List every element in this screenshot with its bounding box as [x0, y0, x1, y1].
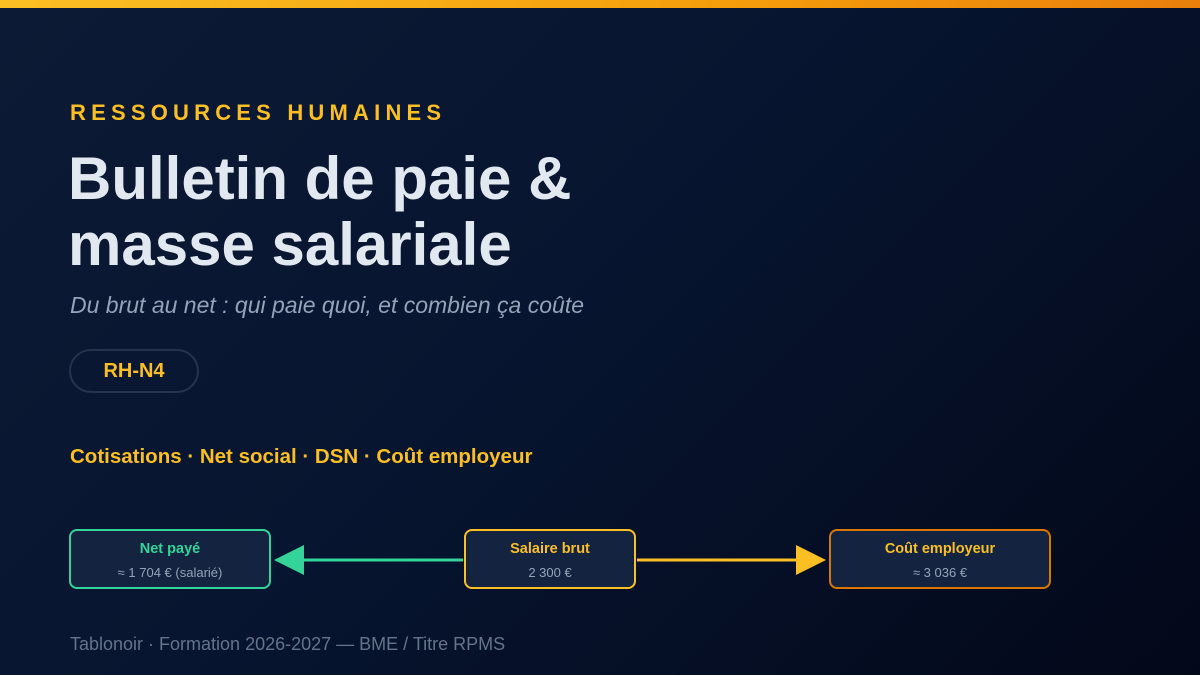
top-accent-bar [0, 0, 1200, 8]
page-title-line-1: Bulletin de paie & [68, 145, 572, 212]
page-title-line-2: masse salariale [68, 211, 512, 278]
gross-salary-value: 2 300 € [528, 565, 572, 580]
footer-credits: Tablonoir · Formation 2026-2027 — BME / … [70, 634, 506, 654]
net-pay-title: Net payé [139, 541, 201, 557]
arrow-to-net-head [274, 545, 304, 575]
page-subtitle: Du brut au net : qui paie quoi, et combi… [70, 292, 584, 318]
employer-cost-title: Coût employeur [884, 541, 996, 557]
net-pay-box: Net payé ≈ 1 704 € (salarié) [69, 529, 271, 589]
section-eyebrow: RESSOURCES HUMAINES [70, 100, 447, 125]
employer-cost-box: Coût employeur ≈ 3 036 € [829, 529, 1051, 589]
gross-salary-box: Salaire brut 2 300 € [464, 529, 636, 589]
arrow-to-cost-head [796, 545, 826, 575]
module-code-badge: RH-N4 [69, 349, 199, 393]
employer-cost-value: ≈ 3 036 € [912, 565, 968, 580]
topics-line: Cotisations · Net social · DSN · Coût em… [70, 445, 533, 468]
gross-salary-title: Salaire brut [510, 541, 590, 557]
page-title: Bulletin de paie & masse salariale [68, 146, 768, 278]
net-pay-value: ≈ 1 704 € (salarié) [117, 565, 223, 580]
